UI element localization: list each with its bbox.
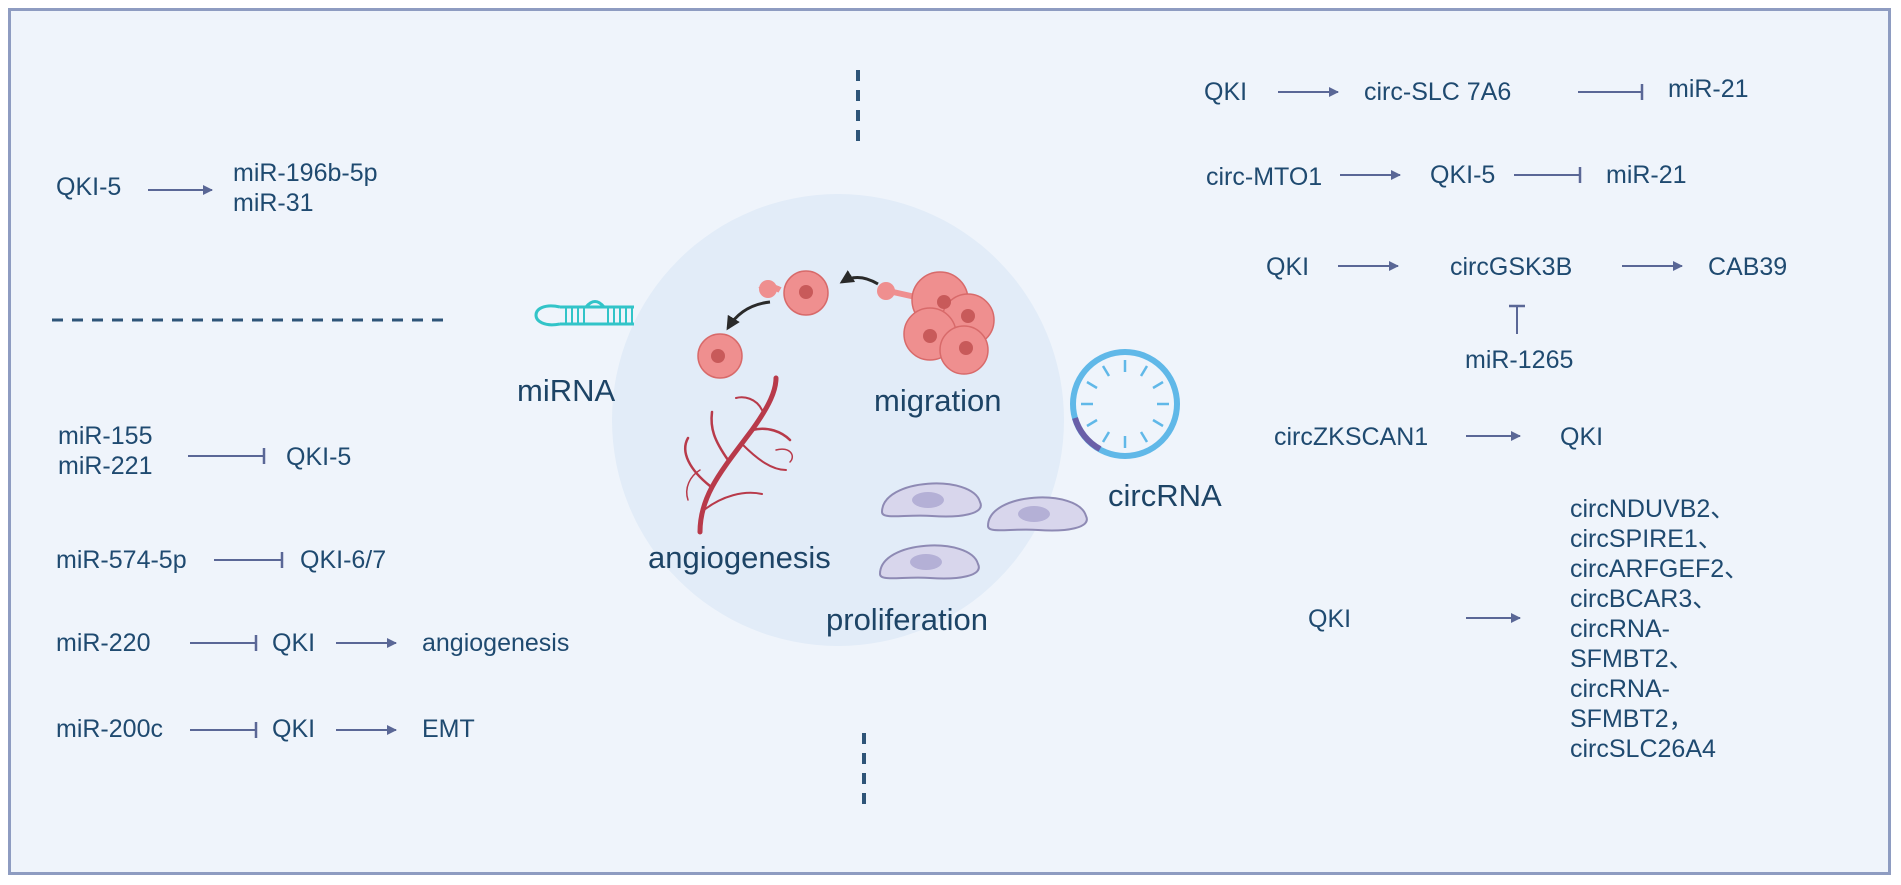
node-circ-target: circARFGEF2、	[1570, 555, 1750, 583]
node-mir-574-5p: miR-574-5p	[56, 546, 187, 574]
node-qki: QKI	[1204, 78, 1248, 106]
node-mir-1265: miR-1265	[1465, 346, 1574, 374]
node-circ-mto1: circ-MTO1	[1206, 163, 1323, 191]
node-mir-220: miR-220	[56, 629, 151, 657]
label-migration: migration	[874, 383, 1002, 418]
node-circ-slc7a6: circ-SLC 7A6	[1364, 78, 1512, 106]
node-cab39: CAB39	[1708, 253, 1788, 281]
node-circgsk3b: circGSK3B	[1450, 253, 1573, 281]
node-circ-target: circBCAR3、	[1570, 585, 1718, 613]
node-circ-target: circRNA-	[1570, 615, 1670, 643]
node-circ-target: SFMBT2，	[1570, 705, 1694, 733]
node-angiogenesis: angiogenesis	[422, 629, 570, 657]
node-mir-21: miR-21	[1606, 161, 1687, 189]
label-angiogenesis: angiogenesis	[648, 540, 831, 575]
circular-rna-icon	[1070, 349, 1180, 459]
blood-vessel-icon	[684, 375, 794, 535]
migrating-cancer-cells-icon	[697, 270, 995, 379]
label-mirna: miRNA	[517, 373, 616, 408]
node-mir-196b-5p: miR-196b-5p	[233, 159, 378, 187]
node-mir-221: miR-221	[58, 452, 153, 480]
node-qki-5: QKI-5	[1430, 161, 1496, 189]
node-qki-5: QKI-5	[56, 173, 122, 201]
node-qki: QKI	[1266, 253, 1310, 281]
node-qki-6-7: QKI-6/7	[300, 546, 387, 574]
proliferating-cell-icon	[878, 482, 1088, 580]
arrow-inhibition	[1578, 84, 1644, 100]
node-qki-5: QKI-5	[286, 443, 352, 471]
arrow-inhibition-vertical	[1509, 304, 1525, 334]
node-qki: QKI	[272, 715, 316, 743]
node-mir-21: miR-21	[1668, 75, 1749, 103]
arrow-inhibition	[190, 722, 258, 738]
arrow-inhibition	[214, 552, 284, 568]
arrow-inhibition	[188, 448, 266, 464]
node-circ-target: circSPIRE1、	[1570, 525, 1723, 553]
node-circ-target: SFMBT2、	[1570, 645, 1694, 673]
arrow-inhibition	[190, 635, 258, 651]
node-emt: EMT	[422, 715, 475, 743]
arrow-inhibition	[1514, 167, 1582, 183]
node-circ-target: circNDUVB2、	[1570, 495, 1736, 523]
label-circrna: circRNA	[1108, 478, 1222, 513]
node-circzkscan1: circZKSCAN1	[1274, 423, 1429, 451]
node-circ-target: circSLC26A4	[1570, 735, 1716, 763]
center-circle	[612, 194, 1064, 646]
node-mir-155: miR-155	[58, 422, 153, 450]
node-circ-target: circRNA-	[1570, 675, 1670, 703]
node-qki: QKI	[1308, 605, 1352, 633]
node-qki: QKI	[1560, 423, 1604, 451]
node-qki: QKI	[272, 629, 316, 657]
hairpin-rna-icon	[534, 300, 634, 327]
node-mir-31: miR-31	[233, 189, 314, 217]
node-mir-200c: miR-200c	[56, 715, 163, 743]
label-proliferation: proliferation	[826, 602, 988, 637]
